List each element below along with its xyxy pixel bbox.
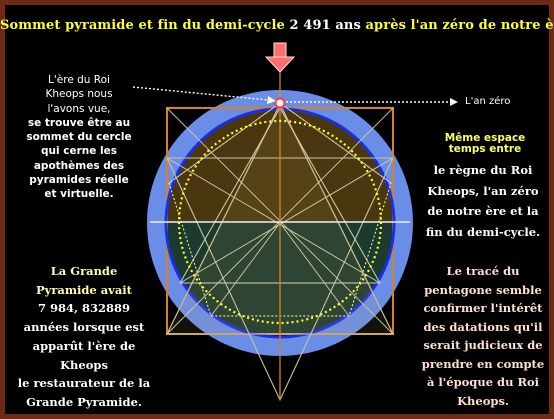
heading-line: temps entre bbox=[448, 143, 522, 155]
note-line: et virtuelle. bbox=[44, 188, 114, 201]
reign-line: le règne du Roi bbox=[433, 163, 533, 177]
reign-line: Kheops, l'an zéro bbox=[427, 183, 539, 198]
same-space-heading: Même espace temps entre bbox=[430, 133, 540, 155]
an-zero-label: L'an zéro bbox=[465, 96, 511, 107]
pentagon-line: Kheops. bbox=[457, 393, 509, 408]
reign-line: fin du demi-cycle. bbox=[425, 224, 541, 239]
heading-line: Même espace bbox=[444, 132, 526, 144]
note-line: sommet du cercle bbox=[26, 131, 132, 144]
note-line: apothèmes des bbox=[33, 159, 125, 172]
reign-line: de notre ère et la bbox=[427, 204, 539, 218]
pentagon-line: prendre en compte bbox=[421, 356, 545, 371]
title-ans: ans bbox=[335, 18, 361, 33]
pyramid-line: Kheops bbox=[60, 357, 108, 372]
kheops-era-note: L'ère du Roi Kheops nous l'avons vue, se… bbox=[10, 73, 148, 202]
pyramid-line: Grande Pyramide. bbox=[26, 394, 142, 409]
apex-marker bbox=[274, 97, 286, 109]
note-line: qui cerne les bbox=[41, 145, 117, 158]
pentagon-line: confirmer l'intérêt bbox=[423, 301, 543, 315]
note-line: L'ère du Roi bbox=[48, 74, 110, 86]
an-zero-pointer bbox=[286, 98, 458, 106]
apex-arrow bbox=[264, 42, 296, 73]
note-line: Kheops nous bbox=[45, 88, 113, 101]
pentagon-line: des datations qu'il bbox=[423, 319, 543, 334]
pentagon-text: Le tracé du pentagone semble confirmer l… bbox=[410, 262, 554, 410]
title-part1: Sommet pyramide et fin du demi-cycle bbox=[0, 18, 285, 33]
note-line: pyramides réelle bbox=[29, 174, 129, 187]
title-years: 2 491 bbox=[289, 18, 331, 33]
pentagon-line: serait judicieux de bbox=[423, 338, 543, 352]
title-part3: après l'an zéro de notre ère. bbox=[365, 18, 554, 33]
pentagon-line: pentagone semble bbox=[424, 282, 542, 297]
pyramid-line: apparût l'ère de bbox=[32, 338, 136, 353]
pentagon-line: Le tracé du bbox=[446, 264, 520, 278]
note-line: l'avons vue, bbox=[47, 102, 111, 115]
kheops-pointer bbox=[132, 86, 276, 104]
pentagon-line: à l'époque du Roi bbox=[426, 375, 540, 389]
pyramid-line: le restaurateur de la bbox=[17, 376, 151, 391]
dotted-circle bbox=[177, 119, 383, 325]
pyramid-line: années lorsque est bbox=[23, 320, 145, 335]
pyramid-line: 7 984, 832889 bbox=[37, 301, 131, 316]
construction-lines bbox=[166, 102, 394, 335]
diagram-title: Sommet pyramide et fin du demi-cycle 2 4… bbox=[0, 18, 554, 33]
pyramid-line: Pyramide avait bbox=[35, 282, 132, 297]
reign-text: le règne du Roi Kheops, l'an zéro de not… bbox=[416, 160, 550, 242]
note-line: se trouve être au bbox=[27, 116, 131, 129]
pyramid-line: La Grande bbox=[50, 264, 118, 278]
great-pyramid-text: La Grande Pyramide avait 7 984, 832889 a… bbox=[10, 262, 158, 412]
